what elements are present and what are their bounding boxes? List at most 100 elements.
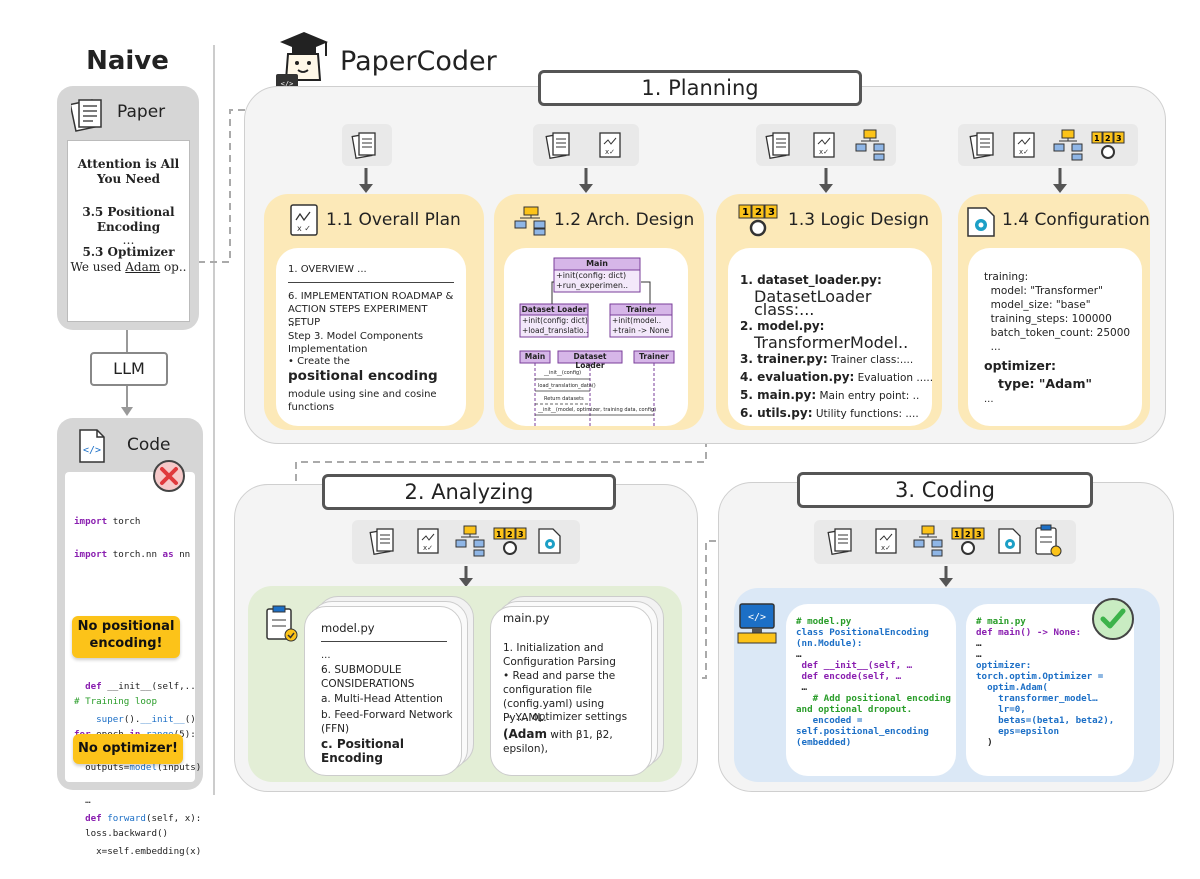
main-analysis-l2: • Read and parse the configuration file … xyxy=(503,670,616,724)
main-analysis-doc: main.py 1. Initialization and Configurat… xyxy=(490,606,652,776)
logic-design-content: 1. dataset_loader.py:DatasetLoader class… xyxy=(728,248,932,426)
uml-trainer-m2: +train -> None xyxy=(612,326,670,335)
logic-item: 3. trainer.py: Trainer class:.... xyxy=(740,351,932,369)
code-line: optimizer: xyxy=(976,660,1032,671)
config-optimizer-type: type: "Adam" xyxy=(998,376,1093,391)
paper-title: Attention is All You Need xyxy=(77,157,180,186)
uml-trainer-box: Trainer xyxy=(626,305,656,314)
code-label: Code xyxy=(127,435,171,455)
seq-msg-4: __init__(model, optimizer, training data… xyxy=(538,407,657,413)
planning-title: 1. Planning xyxy=(538,70,862,106)
svg-text:2: 2 xyxy=(755,207,762,218)
paper-icon xyxy=(765,132,790,159)
configuration-title: 1.4 Configuration xyxy=(1002,210,1150,230)
model-analysis-file: model.py xyxy=(321,621,375,635)
logic-item-desc: Utility functions: .... xyxy=(812,408,919,420)
logic-item-file: main.py: xyxy=(757,388,817,402)
logic-item: 5. main.py: Main entry point: .. xyxy=(740,387,932,405)
naive-paper-panel: Paper Attention is All You Need 3.5 Posi… xyxy=(57,86,199,330)
overall-line-3: ... xyxy=(288,318,298,329)
papercoder-title: PaperCoder xyxy=(340,46,497,77)
svg-text:</>: </> xyxy=(83,445,101,456)
svg-text:2: 2 xyxy=(965,530,971,539)
uml-main-m2: +run_experimen.. xyxy=(556,281,629,290)
logic-item-number: 6. xyxy=(740,406,758,420)
code-line: class PositionalEncoding xyxy=(796,627,929,638)
computer-code-icon: </> xyxy=(737,603,777,644)
svg-text:3: 3 xyxy=(976,530,982,539)
overall-line-6: positional encoding xyxy=(288,368,438,384)
no-optimizer-badge: No optimizer! xyxy=(73,734,183,764)
code-line: betas=(beta1, beta2), xyxy=(976,715,1115,726)
plan-doc-icon: x✓ xyxy=(813,132,835,158)
paper-adam-line: We used Adam op.. xyxy=(70,260,187,274)
logic-item-file: utils.py: xyxy=(757,406,813,420)
clipboard-check-icon xyxy=(266,605,298,642)
svg-text:1: 1 xyxy=(496,530,502,539)
overall-line-4: Step 3. Model Components Implementation xyxy=(288,331,424,355)
naive-title: Naive xyxy=(86,46,169,76)
arch-design-title: 1.2 Arch. Design xyxy=(554,210,695,230)
logic-item-number: 2. xyxy=(740,319,758,333)
uml-trainer-m1: +init(model.. xyxy=(612,316,662,325)
logic-item-number: 1. xyxy=(740,273,758,287)
code-line: # Add positional encoding xyxy=(796,693,951,704)
code-line: lr=0, xyxy=(976,704,1026,715)
svg-text:x✓: x✓ xyxy=(819,148,829,156)
seq-loader: Dataset Loader xyxy=(573,352,607,370)
svg-text:x✓: x✓ xyxy=(423,544,433,552)
config-line: training: xyxy=(984,271,1029,283)
code-line: (embedded) xyxy=(796,737,852,748)
uml-diagram xyxy=(519,257,675,426)
code-line: def __init__(self, … xyxy=(796,660,913,671)
plan-doc-icon: x✓ xyxy=(599,132,621,158)
config-lines: training: model: "Transformer" model_siz… xyxy=(984,270,1130,354)
code-line: and optional dropout. xyxy=(796,704,913,715)
plan-doc-icon: x✓ xyxy=(417,528,439,554)
error-x-icon xyxy=(153,460,185,492)
logic-item-desc: Evaluation ..... xyxy=(854,372,932,384)
configuration-content: training: model: "Transformer" model_siz… xyxy=(968,248,1142,426)
code-line: … xyxy=(796,649,802,660)
config-file-icon xyxy=(998,528,1021,554)
overall-plan-content: 1. OVERVIEW ... 6. IMPLEMENTATION ROADMA… xyxy=(276,248,466,426)
svg-text:x ✓: x ✓ xyxy=(297,224,311,233)
model-analysis-divider xyxy=(321,641,447,642)
code-line: def encode(self, … xyxy=(796,671,902,682)
logic-item-file: model.py: xyxy=(757,319,825,333)
code-line: … xyxy=(976,638,982,649)
paper-ellipsis: … xyxy=(122,233,135,247)
paper-section-1: 3.5 Positional Encoding xyxy=(82,205,175,234)
logic-item-number: 3. xyxy=(740,352,758,366)
logic-item: 1. dataset_loader.py: xyxy=(740,272,932,290)
code-line: optim.Adam( xyxy=(976,682,1048,693)
model-analysis-c: c. Positional Encoding xyxy=(321,737,404,765)
code-line: torch.optim.Optimizer = xyxy=(976,671,1104,682)
logic-item-file: dataset_loader.py: xyxy=(757,273,882,287)
uml-loader-m1: +init(config: dict) xyxy=(522,316,588,325)
plan-doc-icon: x✓ xyxy=(875,528,897,554)
main-analysis-l4: (Adam with β1, β2, epsilon), xyxy=(503,727,613,755)
code-line: # model.py xyxy=(796,616,852,627)
svg-text:3: 3 xyxy=(518,530,524,539)
flowchart-icon xyxy=(1053,129,1083,161)
paper-icon xyxy=(969,132,994,159)
svg-text:3: 3 xyxy=(768,207,775,218)
config-line: model: "Transformer" xyxy=(984,285,1103,297)
main-analysis-l3: – ..., optimizer settings xyxy=(507,711,628,723)
logic-file-list: 1. dataset_loader.py:DatasetLoader class… xyxy=(740,272,932,423)
svg-text:1: 1 xyxy=(1094,134,1100,143)
paper-icon xyxy=(827,528,852,555)
config-optimizer-key: optimizer: xyxy=(984,358,1057,373)
svg-text:1: 1 xyxy=(742,207,749,218)
model-analysis-a: a. Multi-Head Attention xyxy=(321,693,443,705)
logic-item-desc: Main entry point: .. xyxy=(816,390,920,402)
svg-text:x✓: x✓ xyxy=(881,544,891,552)
